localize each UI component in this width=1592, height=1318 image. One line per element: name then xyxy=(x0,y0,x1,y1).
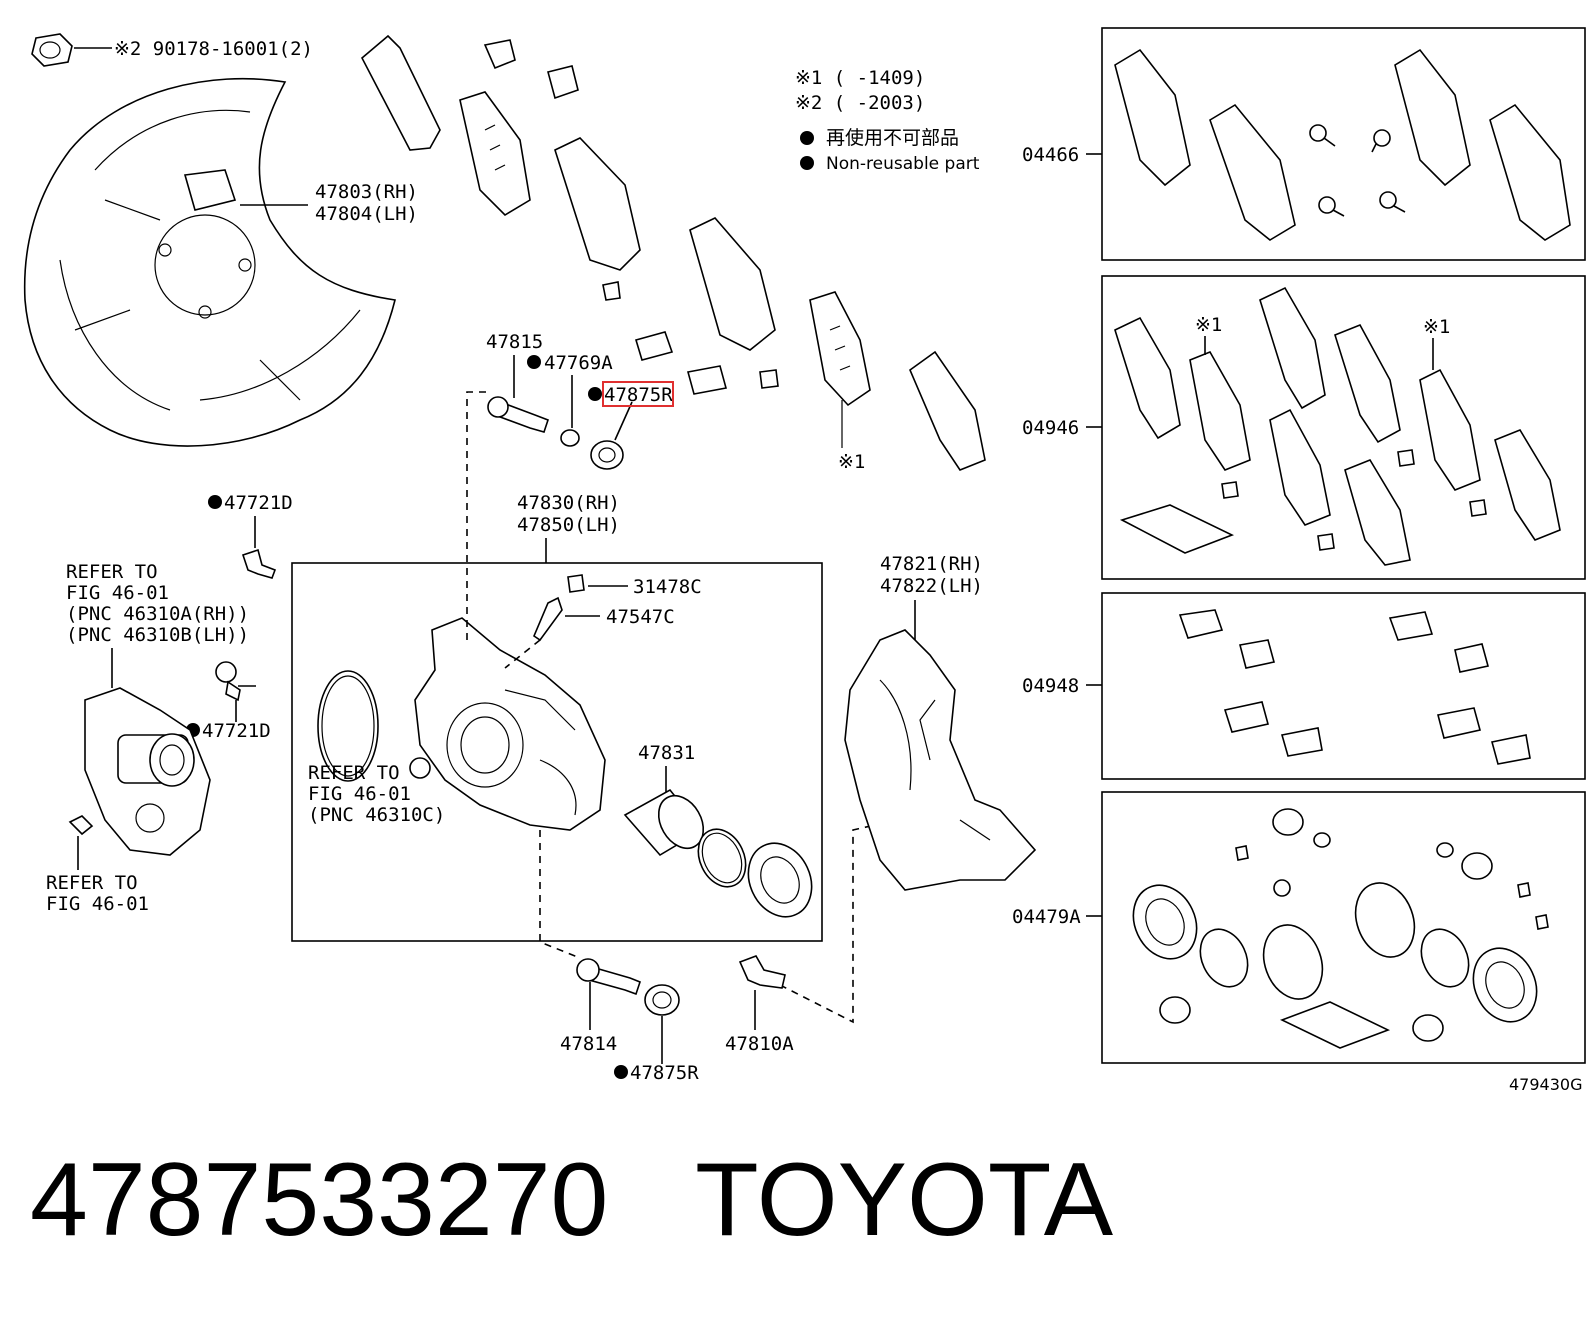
nut-90178-16001[interactable]: ※2 90178-16001(2) xyxy=(31,33,313,67)
legend: ※1 ( -1409) ※2 ( -2003) 再使用不可部品 Non-reus… xyxy=(795,67,980,174)
label-47810A: 47810A xyxy=(725,1033,794,1055)
figure-code: 479430G xyxy=(1509,1075,1582,1094)
refer-motor-line2: FIG 46-01 xyxy=(66,582,169,604)
screw-47721D-upper[interactable]: 47721D xyxy=(208,492,293,579)
dust-cover-47803[interactable]: 47803(RH) 47804(LH) xyxy=(23,77,418,447)
legend-note-2: ※2 ( -2003) xyxy=(795,92,925,114)
kit-label-04948: 04948 xyxy=(1022,675,1079,697)
label-47803-rh: 47803(RH) xyxy=(315,181,418,203)
kit-04479A[interactable]: 04479A xyxy=(1012,791,1586,1064)
footer-title: 4787533270 TOYOTA xyxy=(30,1125,1113,1275)
label-47814: 47814 xyxy=(560,1033,617,1055)
label-47875R-top: 47875R xyxy=(604,384,673,406)
nonreusable-bullet-icon xyxy=(527,355,541,369)
label-47721D-upper: 47721D xyxy=(224,492,293,514)
label-31478C: 31478C xyxy=(633,576,702,598)
kit-label-04946: 04946 xyxy=(1022,417,1079,439)
refer-seal-line1: REFER TO xyxy=(308,762,400,784)
mounting-bracket-47821[interactable]: 47821(RH) 47822(LH) xyxy=(844,553,1037,891)
kit-04466[interactable]: 04466 xyxy=(1022,27,1586,261)
label-mark1-kit-b: ※1 xyxy=(1423,316,1450,338)
part-number: 4787533270 xyxy=(30,1142,609,1258)
label-47850-lh: 47850(LH) xyxy=(517,514,620,536)
label-47822-lh: 47822(LH) xyxy=(880,575,983,597)
refer-bottom-line1: REFER TO xyxy=(46,872,138,894)
brake-pads-top[interactable]: ※1 xyxy=(360,34,986,473)
nonreusable-bullet-icon xyxy=(800,156,814,170)
label-47769A: 47769A xyxy=(544,352,613,374)
kit-04948[interactable]: 04948 xyxy=(1022,592,1586,780)
label-mark1-kit-a: ※1 xyxy=(1195,314,1222,336)
refer-motor-line3: (PNC 46310A(RH)) xyxy=(66,603,249,625)
assembly-guides xyxy=(466,391,876,1024)
refer-bottom-line2: FIG 46-01 xyxy=(46,893,149,915)
guide-pin-47814[interactable]: 47814 xyxy=(560,958,641,1055)
label-47830-rh: 47830(RH) xyxy=(517,492,620,514)
highlight-box xyxy=(602,381,674,407)
label-47815: 47815 xyxy=(486,331,543,353)
refer-motor-line4: (PNC 46310B(LH)) xyxy=(66,624,249,646)
label-47831: 47831 xyxy=(638,742,695,764)
label-mark1-pad: ※1 xyxy=(838,451,865,473)
label-47875R-bottom: 47875R xyxy=(630,1062,699,1084)
legend-note-1: ※1 ( -1409) xyxy=(795,67,925,89)
nonreusable-bullet-icon xyxy=(208,495,222,509)
nonreusable-bullet-icon xyxy=(614,1065,628,1079)
legend-nonreusable-jp: 再使用不可部品 xyxy=(826,127,959,149)
label-47804-lh: 47804(LH) xyxy=(315,203,418,225)
brand-name: TOYOTA xyxy=(695,1142,1114,1258)
kit-label-04466: 04466 xyxy=(1022,144,1079,166)
caliper-assembly-47830[interactable]: 47830(RH) 47850(LH) REFER TO FIG 46-01 (… xyxy=(291,492,823,942)
parts-diagram: ※1 ( -1409) ※2 ( -2003) 再使用不可部品 Non-reus… xyxy=(23,27,1586,1094)
label-47821-rh: 47821(RH) xyxy=(880,553,983,575)
legend-nonreusable-en: Non-reusable part xyxy=(826,154,980,174)
nonreusable-bullet-icon xyxy=(588,387,602,401)
refer-seal-line3: (PNC 46310C) xyxy=(308,804,445,826)
label-47547C: 47547C xyxy=(606,606,675,628)
bushing-47769A[interactable]: 47769A xyxy=(527,352,613,447)
boot-47875R-top[interactable]: 47875R xyxy=(588,381,674,470)
nonreusable-bullet-icon xyxy=(800,131,814,145)
label-nut-ref: ※2 90178-16001(2) xyxy=(114,38,313,60)
screw-47721D-lower[interactable]: 47721D xyxy=(186,661,271,742)
refer-motor-line1: REFER TO xyxy=(66,561,158,583)
kit-04946[interactable]: 04946 ※1 ※1 xyxy=(1022,275,1586,580)
parking-motor-assembly[interactable]: REFER TO FIG 46-01 (PNC 46310A(RH)) (PNC… xyxy=(46,561,249,915)
label-47721D-lower: 47721D xyxy=(202,720,271,742)
boot-47875R-bottom[interactable]: 47875R xyxy=(614,984,699,1084)
refer-seal-line2: FIG 46-01 xyxy=(308,783,411,805)
bolt-47810A[interactable]: 47810A xyxy=(725,955,794,1055)
guide-pin-47815[interactable]: 47815 xyxy=(486,331,550,433)
kit-label-04479A: 04479A xyxy=(1012,906,1081,928)
